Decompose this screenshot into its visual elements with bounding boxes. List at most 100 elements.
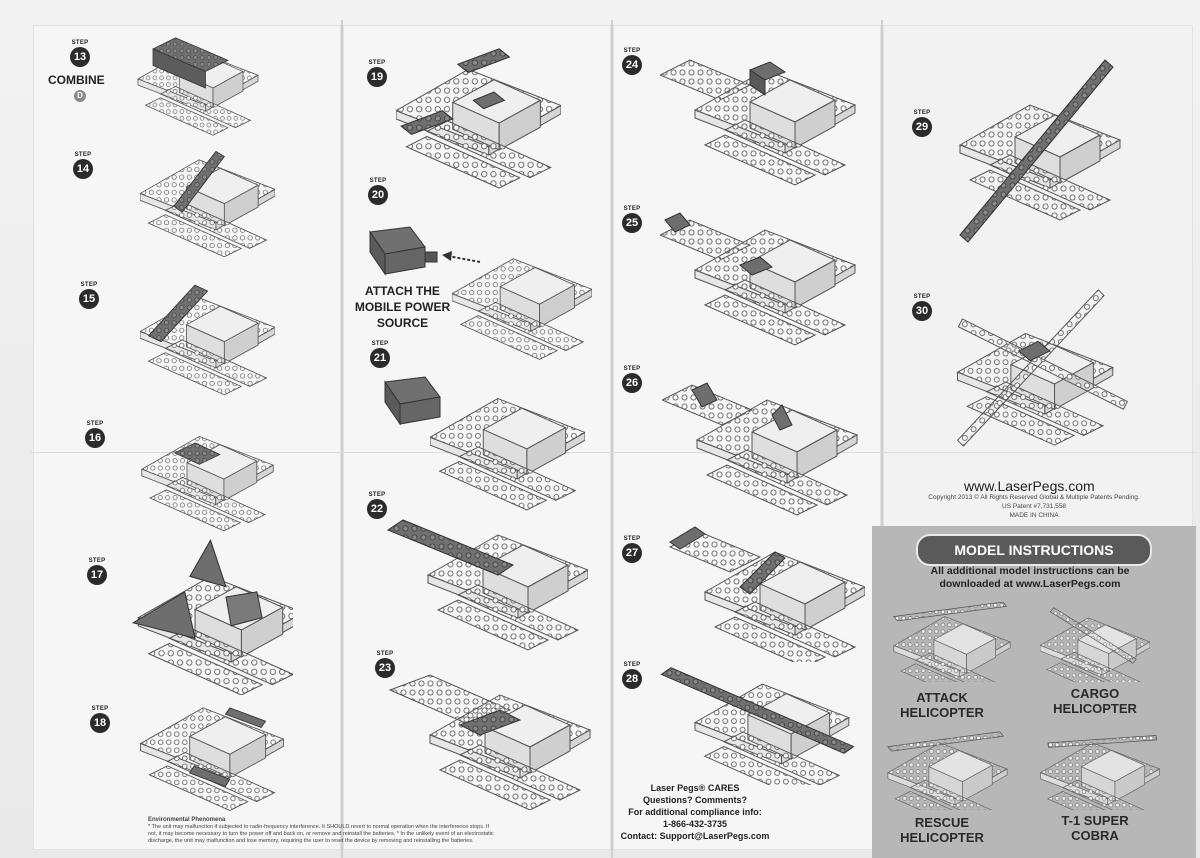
support-info: Laser Pegs® CARES Questions? Comments? F… <box>620 782 770 842</box>
step-marker: STEP 17 <box>87 558 107 585</box>
step-label: STEP <box>623 366 641 372</box>
step-marker: STEP 15 <box>79 282 99 309</box>
step-marker: STEP 19 <box>367 60 387 87</box>
fold-line <box>30 452 1195 453</box>
step-number: 22 <box>367 499 387 519</box>
step-number: 21 <box>370 348 390 368</box>
super-cobra-image <box>1040 735 1160 810</box>
power-source-icon <box>384 376 441 426</box>
step-label: STEP <box>376 651 394 657</box>
combine-label: COMBINE <box>48 73 105 87</box>
cargo-helicopter-image <box>1040 607 1150 682</box>
step-number: 28 <box>622 669 642 689</box>
step-label: STEP <box>71 40 89 46</box>
environmental-notice: Environmental Phenomena * The unit may m… <box>148 817 568 845</box>
step-number: 20 <box>368 185 388 205</box>
copyright-text: Copyright 2013 © All Rights Reserved Glo… <box>928 494 1140 501</box>
step-13-model <box>137 37 259 136</box>
step-number: 13 <box>70 47 90 67</box>
step-25-model <box>660 212 856 346</box>
step-18-model <box>140 707 284 811</box>
fold-line <box>611 20 613 858</box>
step-label: STEP <box>368 60 386 66</box>
step-number: 29 <box>912 117 932 137</box>
step-label: STEP <box>623 48 641 54</box>
patent-text: US Patent #7,731,558 <box>1002 503 1066 510</box>
attack-helicopter-image <box>893 602 1011 682</box>
step-marker: STEP 13 <box>70 40 90 67</box>
attach-line: MOBILE POWER <box>354 300 451 314</box>
model-name: CARGO <box>1070 686 1120 701</box>
model-name: ATTACK <box>916 690 968 705</box>
step-29-model <box>959 59 1121 243</box>
step-marker: STEP 18 <box>90 706 110 733</box>
attach-power-instruction: ATTACH THE MOBILE POWER SOURCE <box>345 283 460 331</box>
step-19-model <box>396 48 561 189</box>
model-name: COBRA <box>1071 828 1119 843</box>
step-number: 18 <box>90 713 110 733</box>
model-instructions-note: All additional model instructions can be… <box>905 565 1155 591</box>
step-label: STEP <box>913 110 931 116</box>
step-marker: STEP 14 <box>73 152 93 179</box>
power-source-icon <box>369 226 438 276</box>
step-22-model <box>386 519 588 651</box>
step-30-model <box>956 289 1129 447</box>
step-label: STEP <box>623 536 641 542</box>
step-number: 17 <box>87 565 107 585</box>
step-number: 23 <box>375 658 395 678</box>
environmental-heading: Environmental Phenomena <box>148 817 226 823</box>
step-label: STEP <box>80 282 98 288</box>
step-marker: STEP 27 <box>622 536 642 563</box>
model-label-cobra: T-1 SUPER COBRA <box>1040 813 1150 843</box>
model-label-attack: ATTACK HELICOPTER <box>882 690 1002 720</box>
website-url: www.LaserPegs.com <box>964 478 1095 494</box>
step-number: 26 <box>622 373 642 393</box>
step-number: 24 <box>622 55 642 75</box>
cares-heading: Laser Pegs® CARES <box>650 783 740 793</box>
note-line: downloaded at www.LaserPegs.com <box>939 578 1121 590</box>
model-name: T-1 SUPER <box>1061 813 1129 828</box>
support-email: Contact: Support@LaserPegs.com <box>620 831 770 841</box>
step-label: STEP <box>913 294 931 300</box>
environmental-text: discharge, the unit may malfunction and … <box>148 838 474 844</box>
cares-text: Questions? Comments? <box>642 795 747 805</box>
step-21-model <box>430 398 585 511</box>
combine-badge: D <box>74 90 86 102</box>
step-15-model <box>140 284 275 396</box>
step-marker: STEP 21 <box>370 341 390 368</box>
step-label: STEP <box>369 178 387 184</box>
fold-line <box>881 20 883 858</box>
model-name: RESCUE <box>914 815 970 830</box>
step-marker: STEP 23 <box>375 651 395 678</box>
attach-line: ATTACH THE <box>365 284 440 298</box>
step-label: STEP <box>91 706 109 712</box>
step-marker: STEP 26 <box>622 366 642 393</box>
step-17-model <box>131 539 293 695</box>
step-number: 27 <box>622 543 642 563</box>
step-label: STEP <box>86 421 104 427</box>
model-label-cargo: CARGO HELICOPTER <box>1040 686 1150 716</box>
attach-arrow-icon <box>442 251 481 263</box>
step-marker: STEP 28 <box>622 662 642 689</box>
step-marker: STEP 24 <box>622 48 642 75</box>
copyright-block: Copyright 2013 © All Rights Reserved Glo… <box>904 493 1164 520</box>
rescue-helicopter-image <box>887 731 1008 810</box>
note-line: All additional model instructions can be <box>930 565 1130 577</box>
step-label: STEP <box>88 558 106 564</box>
step-26-model <box>662 382 858 516</box>
step-label: STEP <box>623 662 641 668</box>
step-label: STEP <box>368 492 386 498</box>
support-phone: 1-866-432-3735 <box>662 819 728 829</box>
environmental-text: not, it may become necessary to turn the… <box>148 831 494 837</box>
step-marker: STEP 16 <box>85 421 105 448</box>
step-marker: STEP 30 <box>912 294 932 321</box>
model-name: HELICOPTER <box>1053 701 1137 716</box>
step-number: 30 <box>912 301 932 321</box>
model-label-rescue: RESCUE HELICOPTER <box>882 815 1002 845</box>
step-23-model <box>388 674 591 810</box>
step-24-model <box>660 59 856 186</box>
step-label: STEP <box>371 341 389 347</box>
step-number: 15 <box>79 289 99 309</box>
step-number: 14 <box>73 159 93 179</box>
model-instructions-title: MODEL INSTRUCTIONS <box>916 534 1152 566</box>
